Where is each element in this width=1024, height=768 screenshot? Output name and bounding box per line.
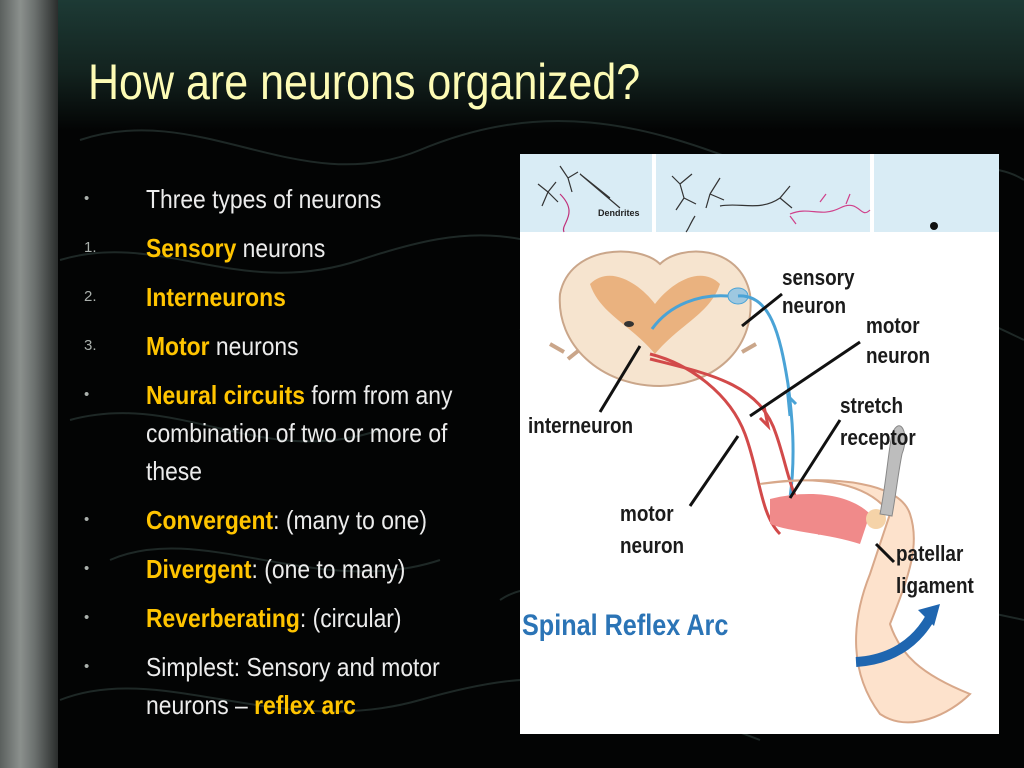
patellar-hammer (879, 425, 906, 517)
patellar-ligament-label-line1: patellar (896, 541, 964, 566)
interneuron-label: interneuron (528, 413, 634, 438)
bullet-item: 1. Sensory neurons (84, 229, 504, 267)
bullet-marker: • (84, 658, 90, 675)
motor-neuron-top-label-line1: motor (866, 313, 920, 338)
highlighted-term: reflex arc (254, 690, 356, 720)
bullet-text: Reverberating: (circular) (146, 599, 489, 637)
bullet-text: Motor neurons (146, 327, 489, 365)
highlighted-term: Sensory (146, 233, 237, 263)
title-band (58, 0, 1024, 130)
bullet-item: 3. Motor neurons (84, 327, 504, 365)
bullet-item: • Three types of neurons (84, 180, 504, 218)
bullet-marker: • (84, 386, 90, 403)
bullet-text: Divergent: (one to many) (146, 550, 489, 588)
bullet-marker: • (84, 511, 90, 528)
leg-illustration (759, 479, 972, 724)
highlighted-term: Interneurons (146, 282, 286, 312)
bullet-item: • Neural circuits form from any combinati… (84, 376, 504, 490)
bullet-text-part: Simplest: Sensory and motor neurons – (146, 652, 440, 720)
spinal-cord-section (549, 250, 757, 388)
bullet-item: • Simplest: Sensory and motor neurons – r… (84, 648, 504, 724)
bullet-text-part: form from any combination of two or more… (146, 380, 453, 486)
highlighted-term: Divergent (146, 554, 252, 584)
highlighted-term: Reverberating (146, 603, 300, 633)
sensory-neuron-label-line1: sensory (782, 265, 855, 290)
motor-neuron-bottom-label-line2: neuron (620, 533, 685, 558)
reflex-arc-figure: Dendrites sensory neuron motor neuron st… (520, 154, 999, 734)
patellar-ligament-label-line2: ligament (896, 573, 974, 598)
bullet-text: Simplest: Sensory and motor neurons – re… (146, 648, 489, 724)
bullet-text: Convergent: (many to one) (146, 501, 489, 539)
label-pointers (598, 292, 896, 564)
bullet-marker: 3. (84, 337, 97, 354)
bullet-text-part: : (one to many) (251, 554, 406, 584)
decorative-left-strip (0, 0, 58, 768)
slide-title: How are neurons organized? (88, 54, 641, 110)
motor-arrow-down (758, 405, 771, 431)
bullet-item: • Convergent: (many to one) (84, 501, 504, 539)
stretch-receptor-label-line1: stretch (840, 393, 904, 418)
bullet-text-part: Three types of neurons (146, 184, 382, 214)
motor-neuron-top-label-line2: neuron (866, 343, 931, 368)
bullet-text: Interneurons (146, 278, 489, 316)
bullet-marker: 2. (84, 288, 97, 305)
highlighted-term: Neural circuits (146, 380, 305, 410)
dendrite-drawing-3 (789, 193, 871, 225)
sensory-neuron-label-line2: neuron (782, 293, 847, 318)
sensory-arrow-up (786, 391, 798, 417)
figure-caption: Spinal Reflex Arc (522, 609, 729, 642)
bullet-text: Three types of neurons (146, 180, 489, 218)
stretch-receptor-label-line2: receptor (840, 425, 916, 450)
bullet-text: Sensory neurons (146, 229, 489, 267)
motor-neuron-bottom-label-line1: motor (620, 501, 674, 526)
reflex-arc-illustration (520, 154, 999, 724)
bullet-text-part: : (many to one) (273, 505, 428, 535)
bullet-list: • Three types of neurons 1. Sensory neurons… (84, 180, 504, 735)
dendrite-drawing-1 (537, 165, 621, 233)
kick-arrow (855, 615, 935, 667)
bullet-text-part: : (circular) (299, 603, 402, 633)
dendrites-label: Dendrites (598, 208, 640, 218)
bullet-marker: • (84, 609, 90, 626)
bullet-item: 2. Interneurons (84, 278, 504, 316)
bullet-text-part: neurons (209, 331, 299, 361)
dendrite-drawing-2 (671, 173, 793, 233)
bullet-text: Neural circuits form from any combinatio… (146, 376, 489, 490)
highlighted-term: Motor (146, 331, 210, 361)
highlighted-term: Convergent (146, 505, 274, 535)
bullet-text-part: neurons (236, 233, 326, 263)
bullet-marker: 1. (84, 239, 97, 256)
bullet-marker: • (84, 560, 90, 577)
bullet-item: • Reverberating: (circular) (84, 599, 504, 637)
neuron-type-strip (520, 154, 999, 232)
bullet-marker: • (84, 190, 90, 207)
bullet-item: • Divergent: (one to many) (84, 550, 504, 588)
sensory-pathway (650, 294, 795, 499)
